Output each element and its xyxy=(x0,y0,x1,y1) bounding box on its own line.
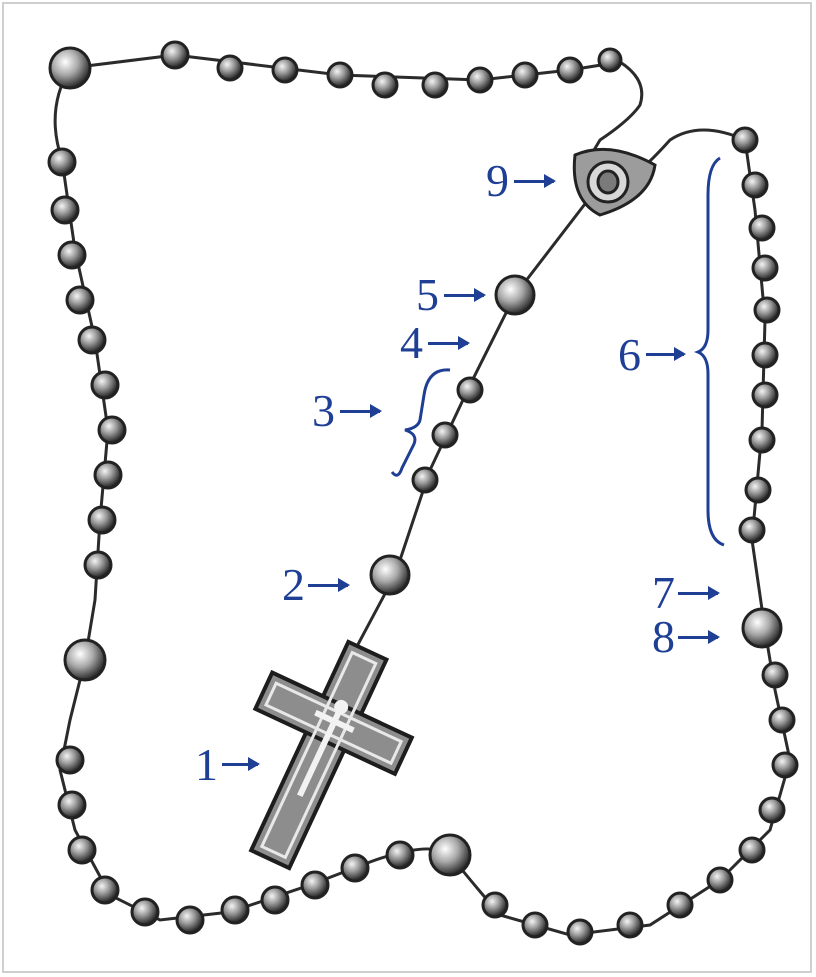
arrow-7 xyxy=(678,592,718,595)
arrow-6 xyxy=(646,353,684,356)
arrow-5 xyxy=(444,294,484,297)
label-6: 6 xyxy=(618,332,641,378)
label-1: 1 xyxy=(195,742,218,788)
label-4: 4 xyxy=(400,320,423,366)
arrow-4 xyxy=(428,342,468,345)
arrow-1 xyxy=(222,763,258,766)
label-9: 9 xyxy=(486,158,509,204)
centerpiece-medal xyxy=(574,149,655,215)
rosary-chain xyxy=(55,55,790,935)
arrow-2 xyxy=(308,584,348,587)
arrow-3 xyxy=(340,410,380,413)
label-3: 3 xyxy=(312,388,335,434)
arrow-8 xyxy=(678,636,718,639)
brace-6 xyxy=(698,158,724,545)
arrow-9 xyxy=(514,180,554,183)
label-7: 7 xyxy=(652,570,675,616)
label-2: 2 xyxy=(282,562,305,608)
label-8: 8 xyxy=(652,614,675,660)
label-5: 5 xyxy=(416,272,439,318)
pendant-beads xyxy=(371,276,534,594)
